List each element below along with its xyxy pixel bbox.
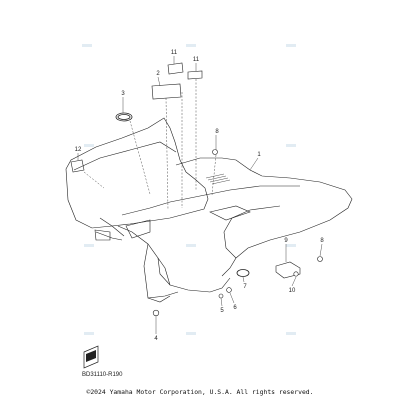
bolt-5 <box>218 293 224 299</box>
callout-11a: 11 <box>171 50 178 56</box>
leader-lines <box>77 56 323 334</box>
bolt-8-top <box>212 149 218 155</box>
callout-2: 2 <box>156 71 160 77</box>
callout-5: 5 <box>220 308 224 314</box>
watermarks <box>82 44 296 335</box>
watermark-mark <box>186 44 196 47</box>
body-top-outline <box>175 157 353 277</box>
watermark-mark <box>82 44 92 47</box>
callout-7: 7 <box>243 284 247 290</box>
part-3-grommet <box>115 112 133 122</box>
part-11-right <box>187 70 203 80</box>
bolt-8-right <box>317 256 323 262</box>
body-inner-edge <box>95 217 125 241</box>
watermark-mark <box>286 332 296 335</box>
watermark-mark <box>186 244 196 247</box>
watermark-mark <box>286 244 296 247</box>
part-7-ring <box>236 269 250 277</box>
callout-3: 3 <box>121 91 125 97</box>
windshield-outline <box>65 117 209 229</box>
body-side-outline <box>117 225 231 293</box>
callout-10: 10 <box>289 288 296 294</box>
windshield-inner-line <box>73 141 177 171</box>
seat-recess <box>209 205 251 221</box>
watermark-mark <box>286 144 296 147</box>
callout-4: 4 <box>154 336 158 342</box>
body-rear-curve <box>223 205 281 259</box>
part-12-decal <box>70 159 85 173</box>
callout-12: 12 <box>75 147 82 153</box>
lower-flap <box>147 295 171 303</box>
body-panel <box>65 117 353 303</box>
watermark-mark <box>186 332 196 335</box>
copyright-notice: ©2024 Yamaha Motor Corporation, U.S.A. A… <box>86 388 314 396</box>
callout-6: 6 <box>233 305 237 311</box>
watermark-mark <box>84 144 94 147</box>
watermark-mark <box>286 44 296 47</box>
bolt-6 <box>226 287 232 293</box>
callout-8b: 8 <box>320 238 324 244</box>
bolts <box>152 149 323 317</box>
front-arrow-icon <box>83 345 99 369</box>
bolt-4 <box>152 309 160 317</box>
callout-labels: 11 2 11 3 8 12 1 9 8 7 10 5 6 4 <box>75 50 325 342</box>
bolt-10 <box>293 271 299 277</box>
stripe-decal <box>205 173 231 185</box>
part-2-plate <box>151 83 182 100</box>
front-notch <box>125 219 151 239</box>
watermark-mark <box>84 244 94 247</box>
body-lower-skirt <box>143 243 179 299</box>
body-mid-crease <box>121 185 300 216</box>
front-tab <box>94 229 111 241</box>
part-11-left <box>167 62 184 75</box>
callout-1: 1 <box>257 152 261 158</box>
part-9-bracket <box>275 261 301 279</box>
callout-8a: 8 <box>215 129 219 135</box>
callout-11b: 11 <box>193 57 200 63</box>
callout-9: 9 <box>284 238 288 244</box>
watermark-mark <box>84 332 94 335</box>
drawing-code: BD31110-R190 <box>82 372 123 378</box>
